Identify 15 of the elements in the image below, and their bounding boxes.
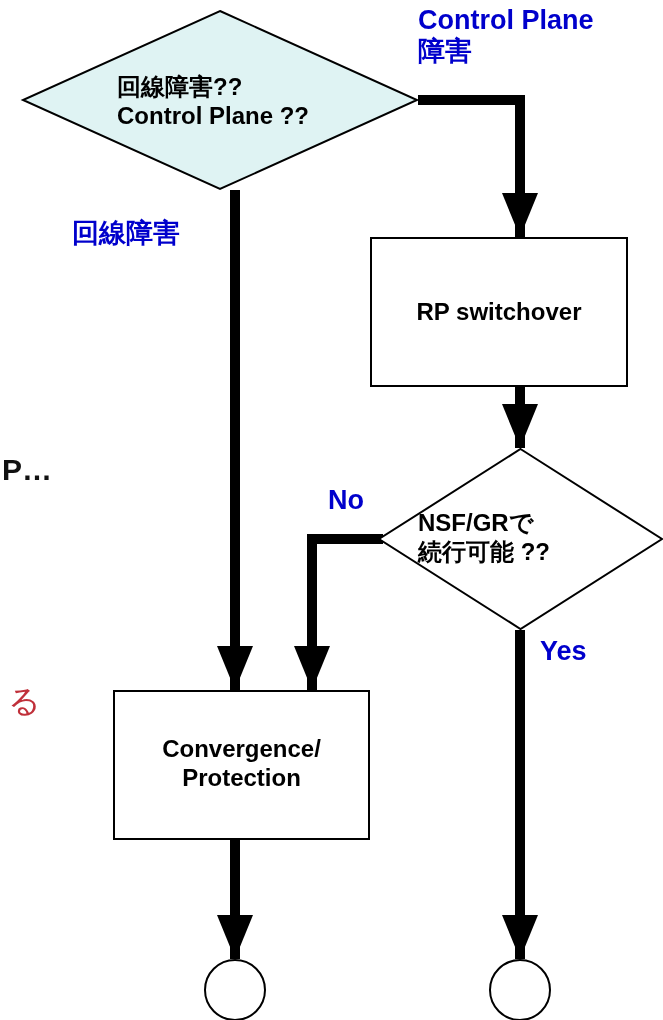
arrow <box>418 95 538 237</box>
arrow <box>294 534 383 690</box>
process-box <box>113 690 370 840</box>
node-text: Convergence/ Protection <box>161 734 322 792</box>
edge-label: 回線障害 <box>72 218 180 249</box>
node-text: NSF/GRで続行可能 ?? <box>418 508 551 566</box>
node-text: 回線障害?? Control Plane ?? <box>117 72 310 130</box>
arrow <box>217 840 253 959</box>
decision-diamond <box>22 10 418 190</box>
process-box <box>370 237 628 387</box>
arrow <box>502 630 538 959</box>
arrow <box>502 387 538 448</box>
decision-diamond <box>378 448 663 630</box>
node-text: RP switchover <box>415 297 583 326</box>
arrow <box>217 190 253 690</box>
